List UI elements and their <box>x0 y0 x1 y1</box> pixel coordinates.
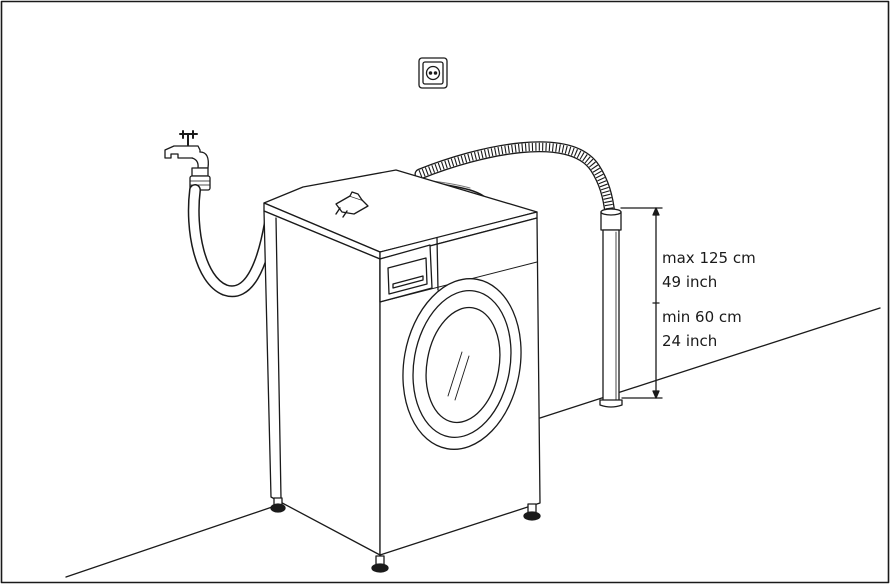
height-dimension-markers <box>620 207 663 399</box>
washing-machine <box>263 169 541 573</box>
max-height-inch: 49 inch <box>662 273 718 291</box>
machine-feet <box>270 497 541 573</box>
standpipe <box>599 208 623 408</box>
water-tap-icon <box>164 130 211 191</box>
power-plug-icon <box>335 191 369 218</box>
min-height-inch: 24 inch <box>662 332 718 350</box>
wall-socket-icon <box>418 57 448 89</box>
drain-hose <box>414 141 616 220</box>
min-height-cm: min 60 cm <box>662 308 742 326</box>
max-height-cm: max 125 cm <box>662 249 756 267</box>
inlet-hose <box>187 184 276 298</box>
floor-lines <box>65 307 881 578</box>
